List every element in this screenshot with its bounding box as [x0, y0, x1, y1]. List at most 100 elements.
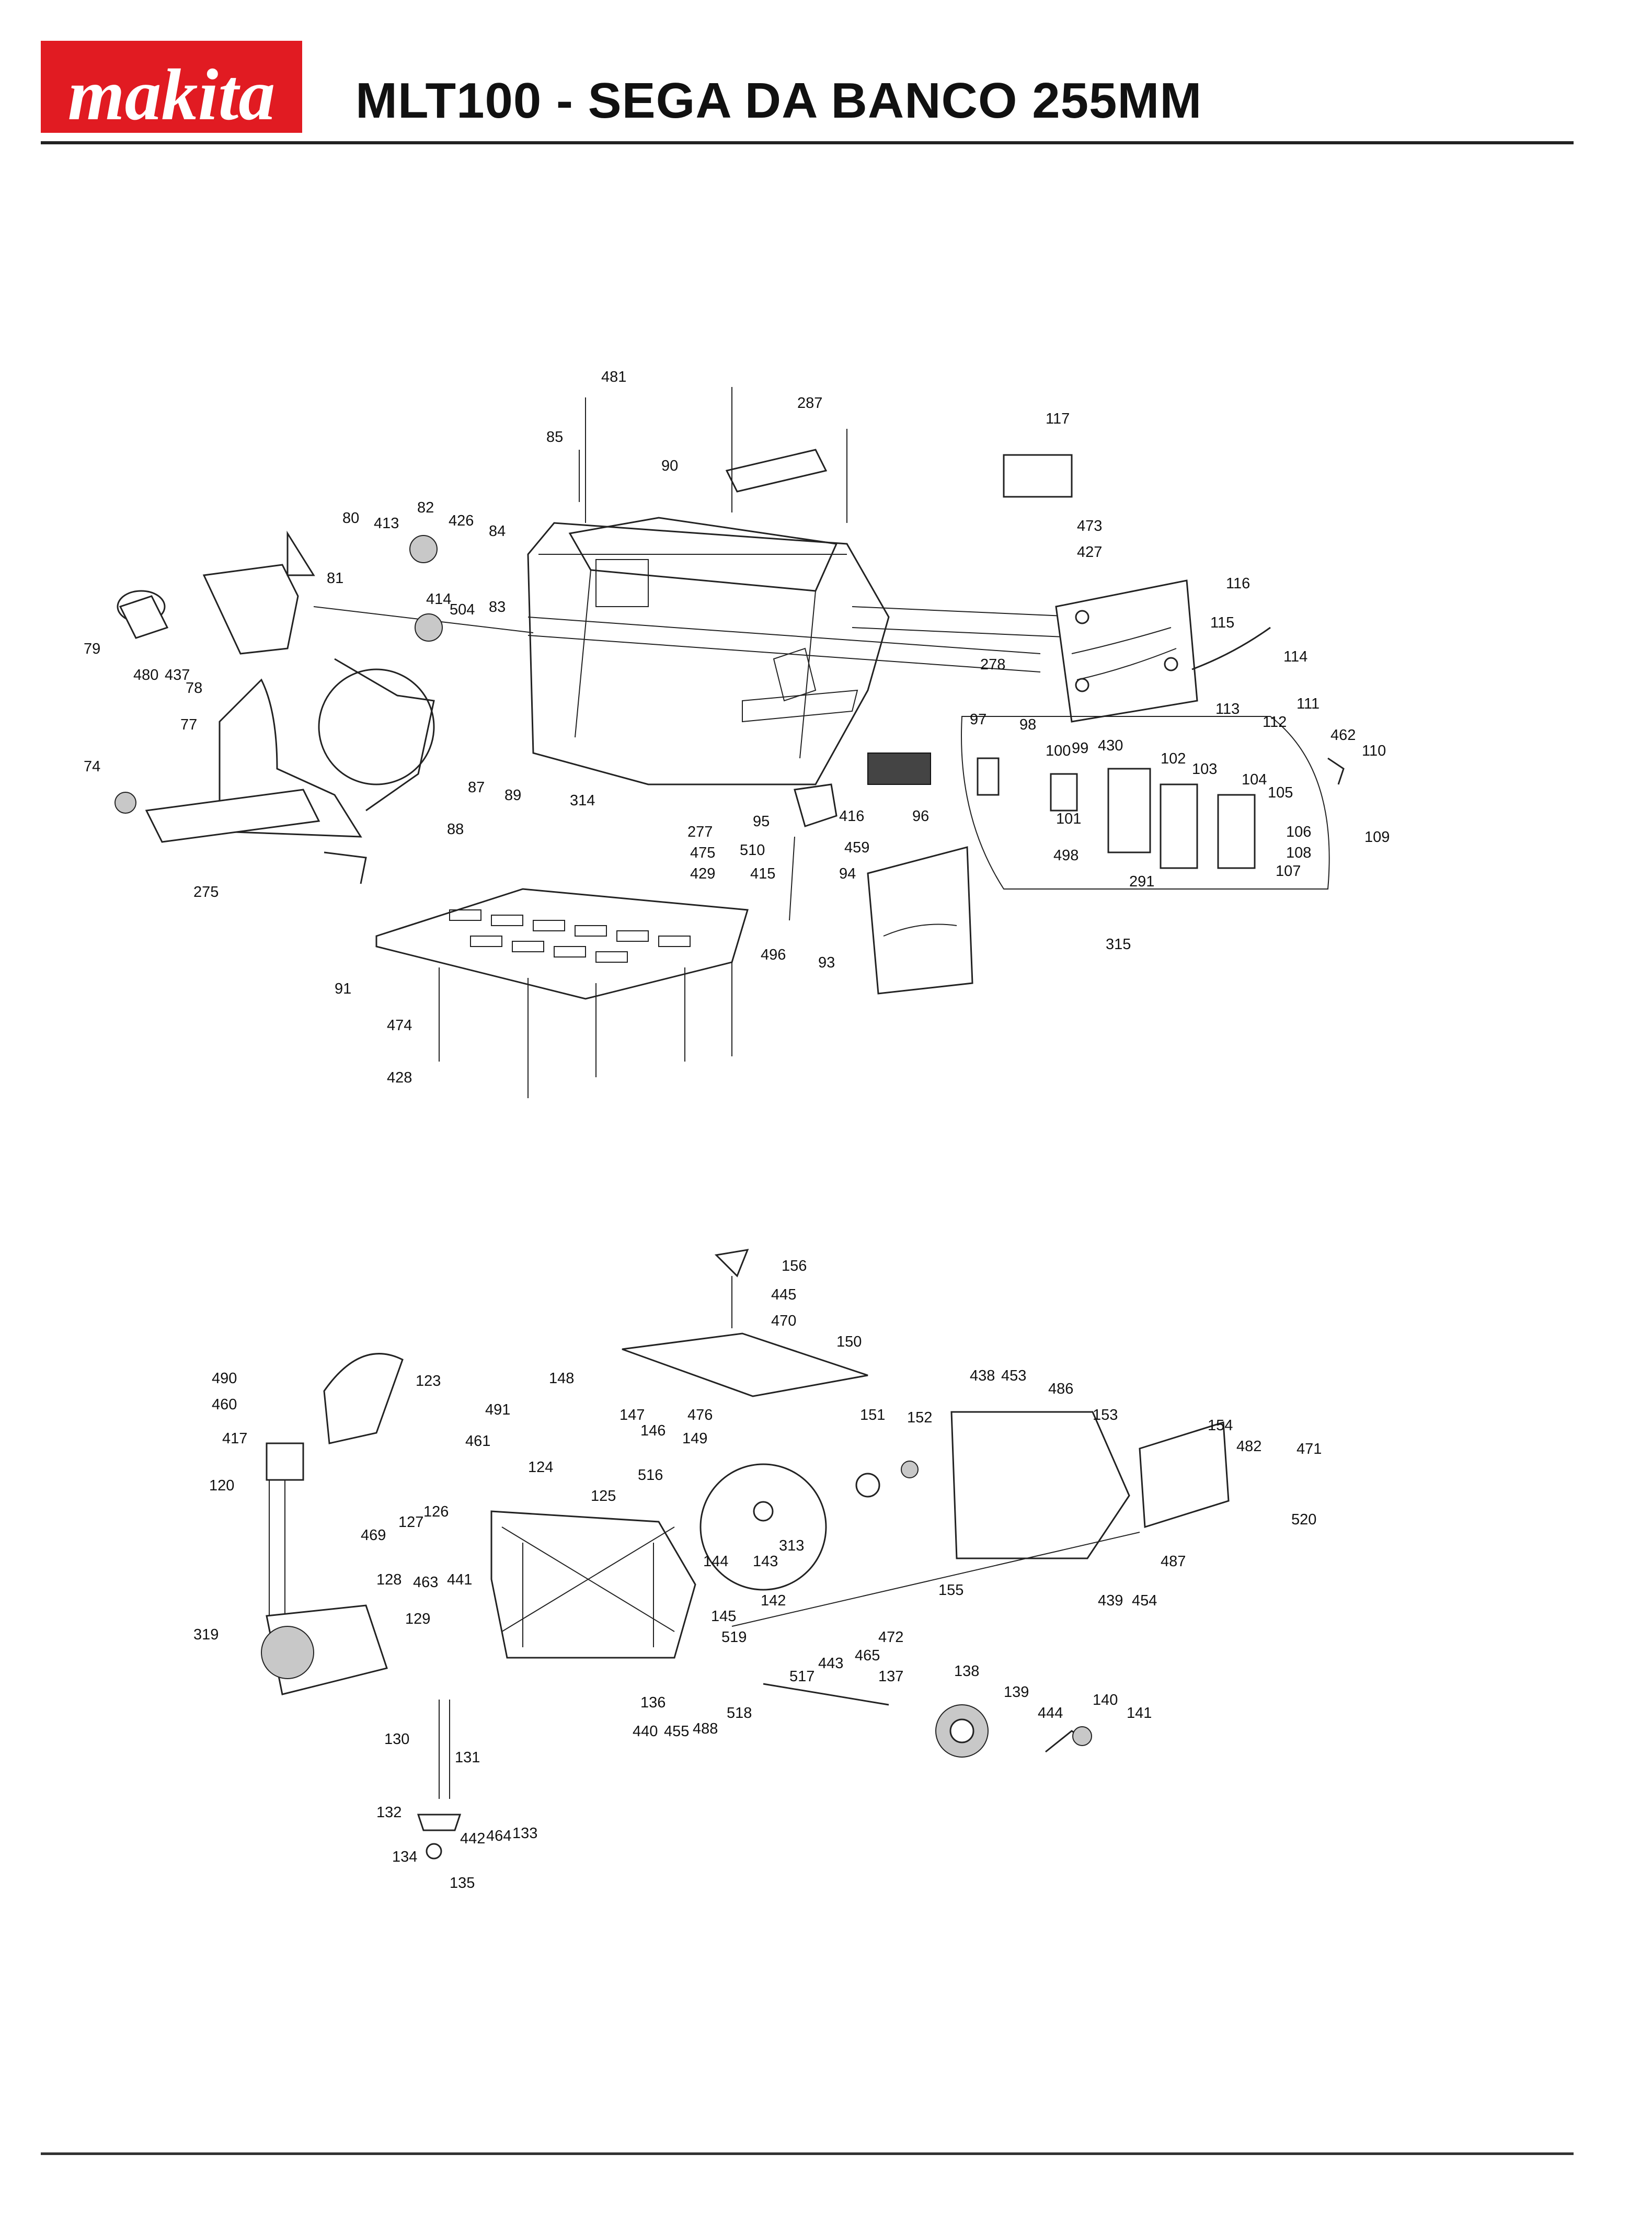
label-83: 83	[489, 599, 506, 616]
part-labels: 481 287 85 90 117 80 413 82 426 84 473 4…	[84, 369, 1390, 1891]
label-103: 103	[1192, 761, 1217, 778]
label-287: 287	[797, 395, 822, 412]
label-471: 471	[1297, 1441, 1322, 1457]
label-85: 85	[546, 429, 563, 446]
label-416: 416	[839, 808, 864, 825]
label-138: 138	[954, 1663, 979, 1680]
label-78: 78	[186, 680, 202, 697]
label-80: 80	[342, 510, 359, 527]
label-104: 104	[1242, 771, 1267, 788]
saw-base-cabinet	[527, 522, 890, 785]
shaft-137	[763, 1683, 889, 1706]
flange-152	[901, 1461, 919, 1478]
bracket-120	[266, 1442, 304, 1481]
label-116: 116	[1226, 575, 1250, 592]
label-98: 98	[1019, 716, 1036, 733]
label-291: 291	[1129, 873, 1154, 890]
label-314: 314	[570, 792, 595, 809]
handwheel-140	[1072, 1726, 1092, 1746]
riving-knife-123	[323, 1353, 404, 1444]
label-131: 131	[455, 1749, 480, 1766]
page-title: MLT100 - SEGA DA BANCO 255MM	[355, 73, 1202, 129]
label-125: 125	[591, 1488, 616, 1504]
label-486: 486	[1048, 1381, 1073, 1397]
washer-134	[426, 1843, 442, 1860]
label-129: 129	[405, 1611, 430, 1627]
label-88: 88	[447, 821, 464, 838]
motor-bracket-95	[794, 783, 838, 827]
label-156: 156	[782, 1258, 807, 1274]
label-112: 112	[1263, 714, 1287, 731]
gear-504	[415, 613, 443, 642]
label-469: 469	[361, 1527, 386, 1544]
table-plate-91	[375, 888, 749, 1000]
bevel-scale-93	[867, 846, 973, 995]
label-465: 465	[855, 1647, 880, 1664]
label-487: 487	[1161, 1553, 1186, 1570]
label-82: 82	[417, 499, 434, 516]
switch-box-117	[1003, 454, 1073, 498]
label-429: 429	[690, 865, 715, 882]
label-474: 474	[387, 1017, 412, 1034]
label-90: 90	[661, 458, 678, 474]
label-454: 454	[1132, 1592, 1157, 1609]
label-439: 439	[1098, 1592, 1123, 1609]
label-313: 313	[779, 1537, 804, 1554]
label-142: 142	[761, 1592, 786, 1609]
label-107: 107	[1276, 863, 1301, 880]
label-126: 126	[423, 1503, 449, 1520]
label-77: 77	[180, 716, 197, 733]
label-149: 149	[682, 1430, 707, 1447]
label-137: 137	[878, 1668, 903, 1685]
label-442: 442	[460, 1830, 485, 1847]
label-79: 79	[84, 641, 100, 657]
label-93: 93	[818, 954, 835, 971]
label-440: 440	[633, 1723, 658, 1740]
label-277: 277	[687, 824, 713, 840]
label-134: 134	[392, 1849, 417, 1865]
label-91: 91	[335, 981, 351, 997]
label-152: 152	[907, 1409, 932, 1426]
bracket-132	[417, 1814, 462, 1831]
label-480: 480	[133, 667, 158, 683]
label-414: 414	[426, 591, 451, 608]
label-430: 430	[1098, 737, 1123, 754]
riving-knife-78	[202, 564, 299, 655]
label-123: 123	[416, 1373, 441, 1389]
label-496: 496	[761, 947, 786, 963]
knob-74	[114, 792, 136, 814]
label-504: 504	[450, 601, 475, 618]
label-114: 114	[1283, 648, 1307, 665]
label-517: 517	[789, 1668, 814, 1685]
label-97: 97	[970, 711, 986, 728]
label-491: 491	[485, 1401, 510, 1418]
label-143: 143	[753, 1553, 778, 1570]
label-96: 96	[912, 808, 929, 825]
label-445: 445	[771, 1286, 796, 1303]
label-417: 417	[222, 1430, 247, 1447]
trunnion-frame-125	[490, 1510, 696, 1659]
label-460: 460	[212, 1396, 237, 1413]
warning-label-287	[725, 449, 828, 493]
label-476: 476	[687, 1407, 713, 1423]
label-150: 150	[836, 1333, 862, 1350]
label-415: 415	[750, 865, 775, 882]
label-519: 519	[721, 1629, 747, 1646]
label-127: 127	[398, 1514, 423, 1531]
label-135: 135	[450, 1875, 475, 1891]
label-428: 428	[387, 1069, 412, 1086]
makita-nameplate	[867, 753, 931, 785]
label-146: 146	[640, 1422, 666, 1439]
switch-assembly-315	[961, 716, 1330, 890]
label-154: 154	[1208, 1417, 1233, 1434]
footer-divider	[41, 2152, 1574, 2155]
label-94: 94	[839, 865, 856, 882]
label-453: 453	[1001, 1367, 1026, 1384]
label-101: 101	[1056, 811, 1081, 827]
label-95: 95	[753, 813, 770, 830]
label-87: 87	[468, 779, 485, 796]
label-470: 470	[771, 1313, 796, 1329]
label-128: 128	[376, 1571, 401, 1588]
label-105: 105	[1268, 784, 1293, 801]
label-437: 437	[165, 667, 190, 683]
